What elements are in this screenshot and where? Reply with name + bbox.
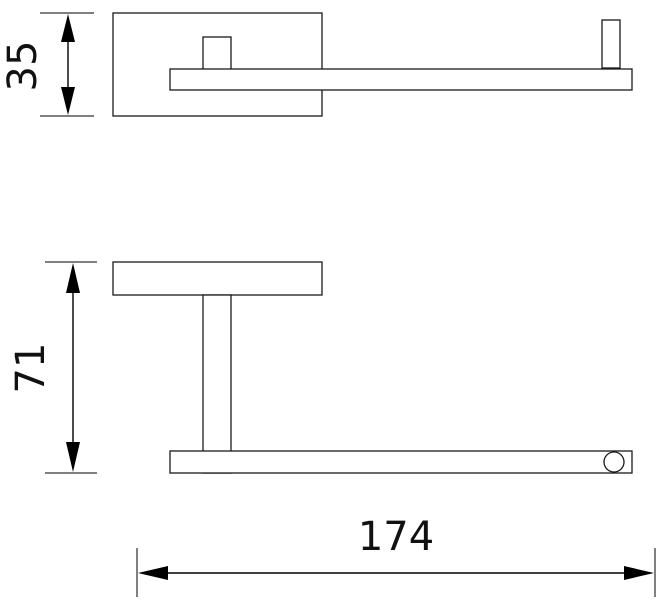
front-view-arm bbox=[169, 450, 633, 474]
front-view-end-cap bbox=[603, 451, 625, 473]
height-arrow-bottom bbox=[66, 442, 80, 472]
width-dimension-label: 174 bbox=[358, 514, 434, 560]
top-view-end-stop bbox=[601, 19, 621, 69]
front-view-wall-plate bbox=[112, 261, 323, 296]
height-dimension: 71 bbox=[8, 261, 97, 474]
top-view-arm bbox=[169, 68, 633, 91]
width-arrow-right bbox=[624, 566, 654, 580]
depth-arrow-top bbox=[61, 14, 75, 42]
front-view bbox=[112, 261, 633, 474]
top-view bbox=[112, 12, 633, 117]
depth-dimension-label: 35 bbox=[0, 41, 46, 92]
height-arrow-top bbox=[66, 263, 80, 293]
width-dimension: 174 bbox=[136, 514, 656, 597]
depth-arrow-bottom bbox=[61, 87, 75, 115]
front-view-post bbox=[202, 294, 232, 474]
depth-dimension: 35 bbox=[0, 12, 94, 117]
width-arrow-left bbox=[138, 566, 168, 580]
height-dimension-label: 71 bbox=[8, 343, 54, 394]
